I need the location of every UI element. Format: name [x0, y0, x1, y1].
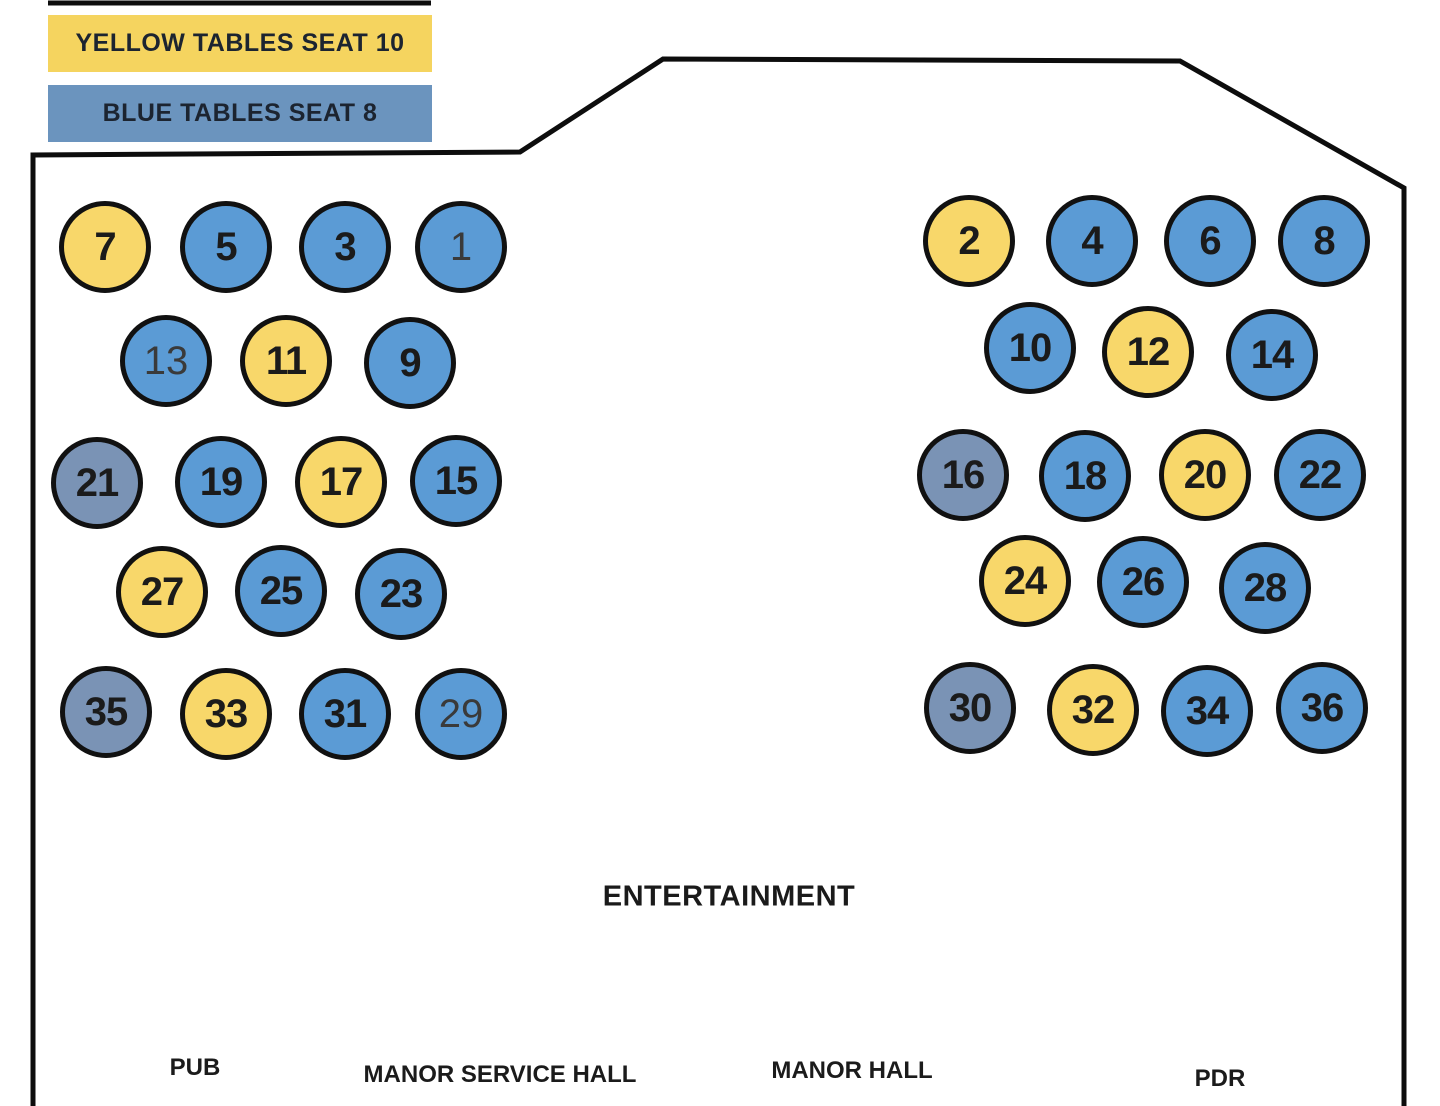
table-number: 28	[1243, 565, 1287, 610]
table-4: 4	[1046, 195, 1138, 287]
table-number: 30	[948, 685, 992, 730]
table-number: 36	[1300, 685, 1344, 730]
table-number: 24	[1003, 558, 1047, 603]
table-number: 10	[1008, 325, 1052, 370]
table-number: 20	[1183, 452, 1227, 497]
legend-yellow-tables: YELLOW TABLES SEAT 10	[48, 15, 432, 72]
table-number: 5	[215, 224, 237, 269]
table-number: 1	[449, 224, 473, 269]
table-number: 3	[334, 224, 356, 269]
table-number: 14	[1250, 332, 1294, 377]
table-18: 18	[1039, 430, 1131, 522]
table-number: 35	[84, 689, 128, 734]
table-27: 27	[116, 546, 208, 638]
table-number: 29	[438, 691, 484, 736]
table-23: 23	[355, 548, 447, 640]
table-number: 18	[1063, 453, 1107, 498]
table-28: 28	[1219, 542, 1311, 634]
room-wall-path	[30, 56, 1407, 1106]
table-number: 26	[1121, 559, 1165, 604]
table-10: 10	[984, 302, 1076, 394]
room-label-manor-hall: MANOR HALL	[771, 1057, 933, 1084]
table-number: 12	[1126, 329, 1170, 374]
table-number: 13	[143, 338, 189, 383]
table-number: 17	[319, 459, 363, 504]
table-5: 5	[180, 201, 272, 293]
table-12: 12	[1102, 306, 1194, 398]
table-13: 13	[120, 315, 212, 407]
table-26: 26	[1097, 536, 1189, 628]
table-1: 1	[415, 201, 507, 293]
table-3: 3	[299, 201, 391, 293]
table-number: 6	[1199, 218, 1221, 263]
table-number: 27	[140, 569, 184, 614]
table-number: 22	[1298, 452, 1342, 497]
table-16: 16	[917, 429, 1009, 521]
table-19: 19	[175, 436, 267, 528]
table-number: 25	[259, 568, 303, 613]
table-35: 35	[60, 666, 152, 758]
table-number: 34	[1185, 688, 1229, 733]
table-33: 33	[180, 668, 272, 760]
table-25: 25	[235, 545, 327, 637]
table-36: 36	[1276, 662, 1368, 754]
legend-yellow-label: YELLOW TABLES SEAT 10	[75, 29, 405, 57]
table-number: 4	[1081, 218, 1103, 263]
table-7: 7	[59, 201, 151, 293]
entertainment-label: ENTERTAINMENT	[602, 880, 856, 913]
table-2: 2	[923, 195, 1015, 287]
table-22: 22	[1274, 429, 1366, 521]
table-32: 32	[1047, 664, 1139, 756]
table-number: 9	[399, 340, 421, 385]
table-number: 31	[323, 691, 367, 736]
table-24: 24	[979, 535, 1071, 627]
room-label-pdr: PDR	[1194, 1065, 1246, 1092]
table-number: 11	[265, 338, 307, 383]
legend-blue-tables: BLUE TABLES SEAT 8	[48, 85, 432, 142]
table-31: 31	[299, 668, 391, 760]
table-20: 20	[1159, 429, 1251, 521]
table-30: 30	[924, 662, 1016, 754]
table-number: 15	[434, 458, 478, 503]
legend-blue-label: BLUE TABLES SEAT 8	[102, 99, 378, 127]
table-number: 19	[199, 459, 243, 504]
table-34: 34	[1161, 665, 1253, 757]
table-number: 32	[1071, 687, 1115, 732]
table-number: 2	[958, 218, 980, 263]
table-number: 8	[1313, 218, 1335, 263]
table-29: 29	[415, 668, 507, 760]
table-number: 16	[941, 452, 985, 497]
table-6: 6	[1164, 195, 1256, 287]
room-label-manor-service-hall: MANOR SERVICE HALL	[363, 1061, 637, 1088]
table-21: 21	[51, 437, 143, 529]
table-number: 21	[75, 460, 119, 505]
table-number: 33	[204, 691, 248, 736]
table-15: 15	[410, 435, 502, 527]
table-8: 8	[1278, 195, 1370, 287]
table-11: 11	[240, 315, 332, 407]
table-9: 9	[364, 317, 456, 409]
table-number: 23	[379, 571, 423, 616]
room-label-pub: PUB	[169, 1054, 221, 1081]
table-17: 17	[295, 436, 387, 528]
table-14: 14	[1226, 309, 1318, 401]
table-number: 7	[94, 224, 116, 269]
